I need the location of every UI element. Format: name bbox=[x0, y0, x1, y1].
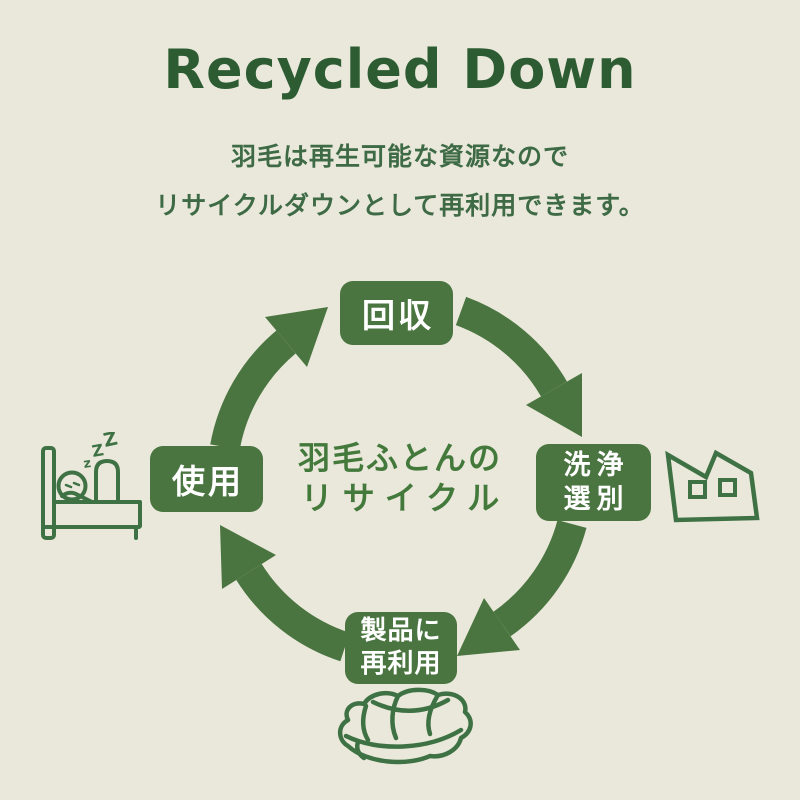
arrow-reuse-to-use-icon bbox=[220, 525, 350, 662]
factory-icon bbox=[665, 449, 760, 523]
subtitle-line-2: リサイクルダウンとして再利用できます。 bbox=[155, 191, 645, 220]
stage-box-washing: 洗浄 選別 bbox=[536, 444, 651, 521]
folded-futon-icon bbox=[337, 687, 473, 765]
stage-box-use: 使用 bbox=[150, 446, 263, 512]
page-title: Recycled Down bbox=[163, 38, 637, 101]
subtitle-line-1: 羽毛は再生可能な資源なので bbox=[230, 142, 569, 171]
cycle-center-title: 羽毛ふとんの リサイクル bbox=[280, 438, 520, 518]
cycle-center-title-line1: 羽毛ふとんの bbox=[297, 439, 502, 477]
stage-use-label: 使用 bbox=[172, 462, 244, 501]
stage-washing-label-line1: 洗浄 bbox=[563, 449, 630, 481]
zzz-text-small: z bbox=[82, 456, 92, 472]
stage-reuse-label-line2: 再利用 bbox=[360, 649, 442, 679]
arrow-use-to-collection-icon bbox=[210, 307, 328, 450]
stage-reuse-label-line1: 製品に bbox=[360, 616, 442, 646]
stage-box-collection: 回収 bbox=[340, 281, 453, 345]
subtitle: 羽毛は再生可能な資源なので リサイクルダウンとして再利用できます。 bbox=[0, 132, 800, 230]
sleeping-person-bed-icon: z Z Z bbox=[41, 432, 142, 540]
stage-collection-label: 回収 bbox=[362, 296, 434, 335]
zzz-text-large: Z bbox=[101, 432, 119, 452]
arrow-collection-to-washing-icon bbox=[455, 296, 582, 437]
stage-box-reuse: 製品に 再利用 bbox=[345, 612, 457, 684]
stage-washing-label-line2: 選別 bbox=[563, 483, 630, 515]
zzz-text-medium: Z bbox=[90, 440, 105, 461]
cycle-center-title-line2: リサイクル bbox=[300, 479, 510, 517]
arrow-washing-to-reuse-icon bbox=[457, 519, 587, 656]
